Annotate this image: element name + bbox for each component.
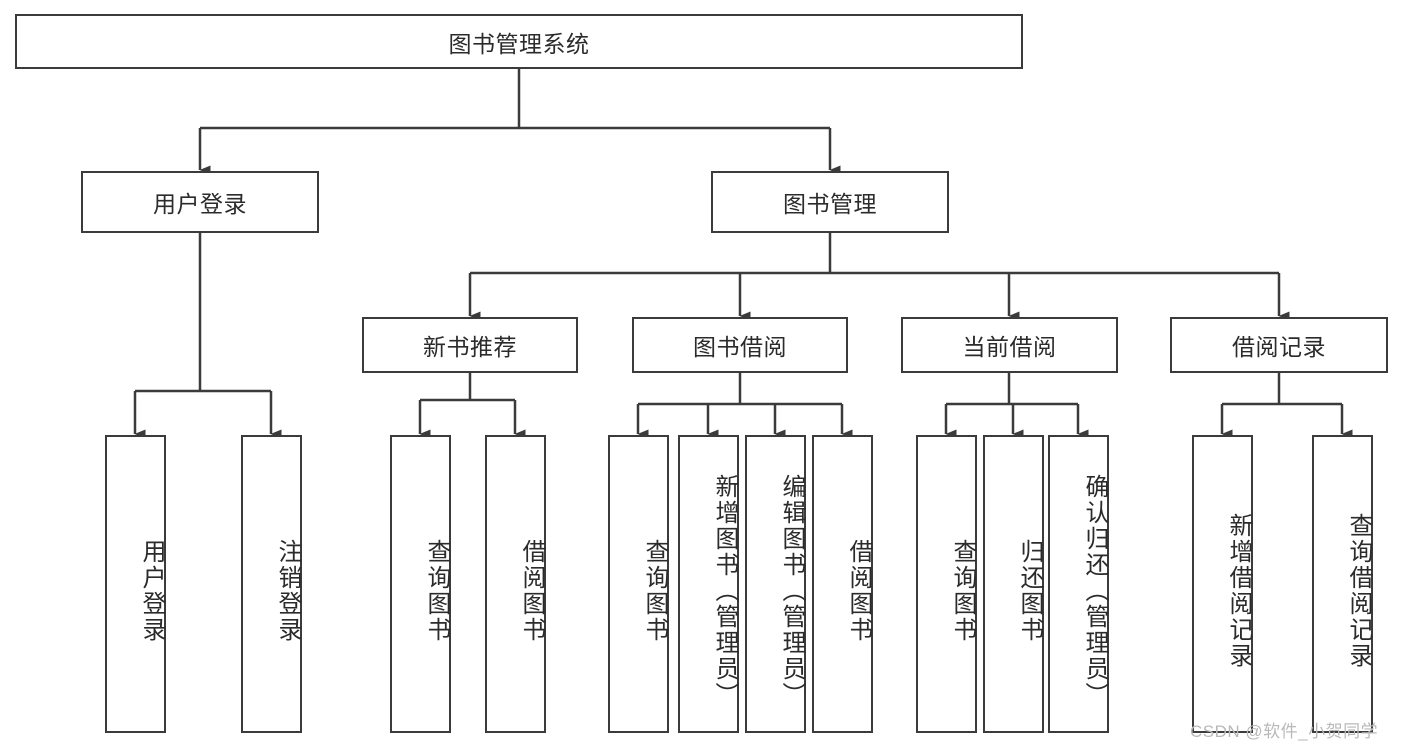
node-label: 借阅图书 xyxy=(518,539,545,643)
node-label: 查询图书 xyxy=(949,539,976,643)
node-leaf-edit-book[interactable]: 编辑图书（管理员） xyxy=(745,435,806,733)
node-leaf-query-record[interactable]: 查询借阅记录 xyxy=(1312,435,1373,733)
node-label: 查询借阅记录 xyxy=(1345,513,1372,669)
node-label: 注销登录 xyxy=(274,539,301,643)
node-label: 借阅图书 xyxy=(845,539,872,643)
node-leaf-return-book[interactable]: 归还图书 xyxy=(983,435,1044,733)
node-label: 新书推荐 xyxy=(423,334,517,360)
node-label: 当前借阅 xyxy=(962,334,1057,360)
node-leaf-confirm-return[interactable]: 确认归还（管理员） xyxy=(1048,435,1109,733)
node-new-book-recommend[interactable]: 新书推荐 xyxy=(362,317,578,373)
node-label: 用户登录 xyxy=(153,191,247,217)
node-leaf-user-login[interactable]: 用户登录 xyxy=(105,435,166,733)
node-label: 归还图书 xyxy=(1016,539,1043,643)
edge-group xyxy=(133,69,1353,439)
node-leaf-query-book-rec[interactable]: 查询图书 xyxy=(390,435,451,733)
node-label: 借阅记录 xyxy=(1232,334,1326,360)
watermark-credit: CSDN @软件_小贺同学 xyxy=(1190,722,1379,741)
node-leaf-query-book-borrow[interactable]: 查询图书 xyxy=(608,435,669,733)
node-label: 用户登录 xyxy=(138,539,165,643)
node-label: 查询图书 xyxy=(641,539,668,643)
node-leaf-borrow-book[interactable]: 借阅图书 xyxy=(812,435,873,733)
node-label: 图书管理 xyxy=(783,191,877,217)
node-leaf-add-record[interactable]: 新增借阅记录 xyxy=(1192,435,1253,733)
node-label: 编辑图书（管理员） xyxy=(778,474,805,708)
node-book-management[interactable]: 图书管理 xyxy=(711,171,949,233)
node-book-borrow[interactable]: 图书借阅 xyxy=(632,317,848,373)
node-current-borrow[interactable]: 当前借阅 xyxy=(901,317,1118,373)
node-label: 图书借阅 xyxy=(693,334,787,360)
node-root[interactable]: 图书管理系统 xyxy=(15,14,1023,69)
node-label: 确认归还（管理员） xyxy=(1081,474,1108,708)
node-leaf-add-book[interactable]: 新增图书（管理员） xyxy=(678,435,739,733)
node-label: 查询图书 xyxy=(423,539,450,643)
node-label: 新增图书（管理员） xyxy=(711,474,738,708)
node-user-login[interactable]: 用户登录 xyxy=(81,171,319,233)
node-borrow-record[interactable]: 借阅记录 xyxy=(1170,317,1388,373)
node-leaf-borrow-book-rec[interactable]: 借阅图书 xyxy=(485,435,546,733)
node-label: 新增借阅记录 xyxy=(1225,513,1252,669)
node-label: 图书管理系统 xyxy=(448,30,590,57)
node-leaf-logout[interactable]: 注销登录 xyxy=(241,435,302,733)
node-leaf-query-book-current[interactable]: 查询图书 xyxy=(916,435,977,733)
